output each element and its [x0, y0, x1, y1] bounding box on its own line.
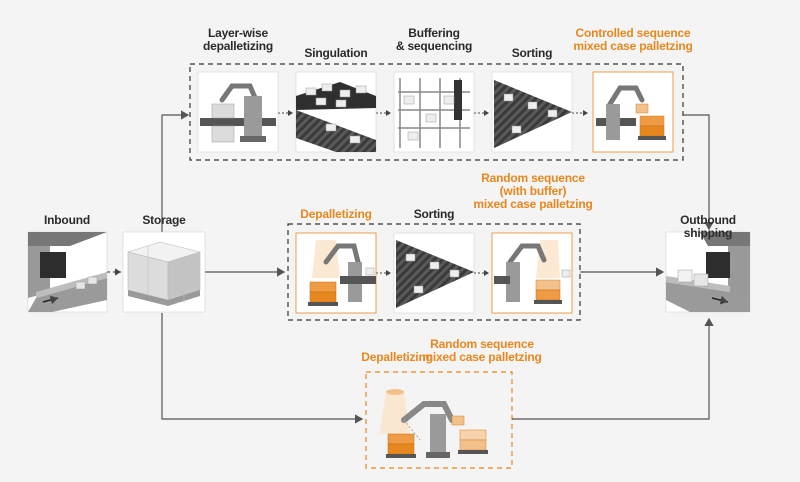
singulation-illustration: [295, 71, 377, 153]
inbound-direction-arrow: [42, 295, 59, 305]
label-inbound: Inbound: [44, 213, 90, 227]
outbound-illustration: [665, 231, 751, 313]
label-sorting-middle: Sorting: [413, 207, 455, 221]
label-buffering-sequencing: Buffering & sequencing: [395, 26, 473, 53]
label-random-sequence: Random sequence mixed case palletzing: [422, 337, 542, 364]
label-depalletizing-middle: Depalletizing: [300, 207, 372, 221]
top-row-frame: [189, 63, 684, 161]
label-layer-wise-depalletizing: Layer-wise depalletizing: [202, 26, 274, 53]
buffering-sequencing-illustration: [393, 71, 475, 153]
storage-to-top-arrow: [161, 110, 190, 232]
storage-illustration: [122, 231, 206, 313]
storage-to-bottom-arrow: [161, 313, 364, 424]
label-depalletizing-bottom: Depalletizing: [361, 350, 433, 364]
flow-connectors: [107, 110, 714, 424]
outbound-direction-arrow: [711, 295, 729, 305]
controlled-sequence-palletizing-illustration: [592, 71, 674, 153]
middle-row-frame: [287, 223, 581, 321]
bottom-to-outbound-arrow: [512, 317, 714, 420]
layer-wise-depalletizing-illustration: [197, 71, 279, 153]
label-singulation: Singulation: [304, 46, 368, 60]
label-random-sequence-buffer: Random sequence (with buffer) mixed case…: [473, 171, 593, 211]
inner-step-arrows: [278, 110, 588, 276]
random-buffer-palletizing-illustration: [491, 232, 573, 314]
label-sorting-top: Sorting: [511, 46, 553, 60]
label-outbound-shipping: Outbound shipping: [680, 213, 736, 240]
label-storage: Storage: [142, 213, 186, 227]
inbound-illustration: [27, 231, 108, 313]
bottom-robot-illustration: [380, 389, 488, 458]
sorting-middle-illustration: [393, 232, 475, 314]
sorting-top-illustration: [491, 71, 573, 153]
depalletizing-middle-illustration: [295, 232, 377, 314]
label-controlled-sequence: Controlled sequence mixed case palletzin…: [573, 26, 693, 53]
top-to-outbound-arrow: [683, 114, 714, 231]
bottom-row-frame: [365, 371, 513, 469]
